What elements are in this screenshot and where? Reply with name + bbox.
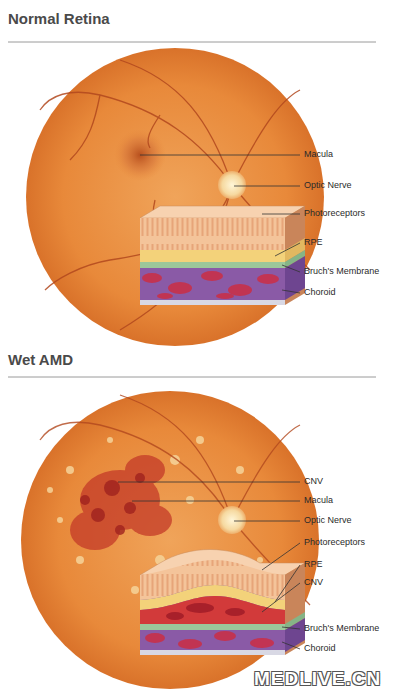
part-label: Choroid bbox=[304, 287, 336, 298]
part-label: Bruch's Membrane bbox=[304, 623, 379, 634]
part-label: Photoreceptors bbox=[304, 537, 365, 548]
part-label: RPE bbox=[304, 237, 323, 248]
section-heading: Wet AMD bbox=[8, 351, 73, 368]
watermark: MEDLIVE.CN bbox=[254, 668, 381, 690]
part-label: Optic Nerve bbox=[304, 515, 352, 526]
part-label: CNV bbox=[304, 476, 323, 487]
rule bbox=[8, 42, 376, 43]
part-label: Macula bbox=[304, 495, 333, 506]
leader-line bbox=[140, 155, 300, 293]
part-label: RPE bbox=[304, 559, 323, 570]
part-label: Photoreceptors bbox=[304, 208, 365, 219]
part-label: Choroid bbox=[304, 643, 336, 654]
fundus-normal bbox=[26, 48, 324, 346]
fundus-wet-amd bbox=[21, 391, 319, 689]
retina-cross-section bbox=[140, 206, 305, 305]
section-heading: Normal Retina bbox=[8, 10, 110, 27]
part-label: Bruch's Membrane bbox=[304, 266, 379, 277]
part-label: Optic Nerve bbox=[304, 180, 352, 191]
leader-line bbox=[118, 482, 300, 649]
rule bbox=[8, 377, 376, 378]
part-label: Macula bbox=[304, 149, 333, 160]
part-label: CNV bbox=[304, 577, 323, 588]
wet-amd-cross-section bbox=[140, 550, 305, 656]
